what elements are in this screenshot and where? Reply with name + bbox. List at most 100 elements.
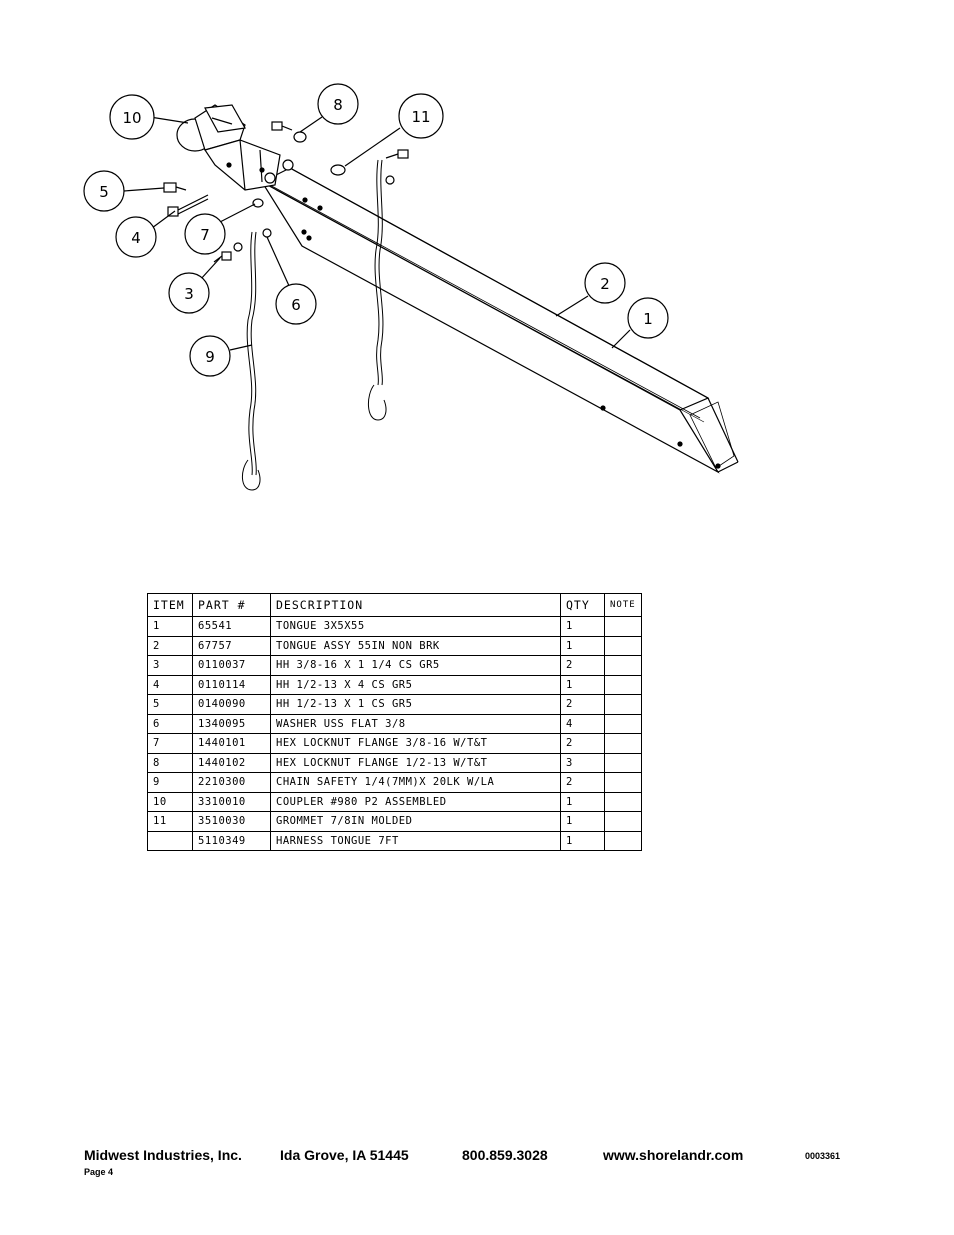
cell-note bbox=[604, 811, 642, 832]
cell-part-number: 2210300 bbox=[192, 772, 271, 793]
cell-description: HH 1/2-13 X 1 CS GR5 bbox=[270, 694, 561, 715]
cell-note bbox=[604, 752, 642, 773]
cell-description: HH 1/2-13 X 4 CS GR5 bbox=[270, 674, 561, 695]
cell-description: CHAIN SAFETY 1/4(7MM)X 20LK W/LA bbox=[270, 772, 561, 793]
safety-chain-right bbox=[368, 159, 387, 421]
cell-qty: 1 bbox=[560, 635, 605, 656]
footer-city: Ida Grove, IA 51445 bbox=[280, 1147, 409, 1163]
footer-company: Midwest Industries, Inc. bbox=[84, 1147, 242, 1163]
cell-item: 8 bbox=[147, 752, 193, 773]
safety-chain-left bbox=[242, 231, 261, 491]
cell-part-number: 0110114 bbox=[192, 674, 271, 695]
callout-label: 7 bbox=[200, 226, 210, 244]
callout-label: 2 bbox=[600, 275, 610, 293]
cell-item: 5 bbox=[147, 694, 193, 715]
cell-qty: 3 bbox=[560, 752, 605, 773]
hardware bbox=[163, 121, 409, 263]
cell-item bbox=[147, 830, 193, 851]
cell-note bbox=[604, 694, 642, 715]
cell-description: TONGUE 3X5X55 bbox=[270, 616, 561, 637]
cell-note bbox=[604, 713, 642, 734]
cell-qty: 1 bbox=[560, 811, 605, 832]
cell-qty: 1 bbox=[560, 830, 605, 851]
cell-qty: 4 bbox=[560, 713, 605, 734]
cell-item: 4 bbox=[147, 674, 193, 695]
cell-item: 7 bbox=[147, 733, 193, 754]
footer-website: www.shorelandr.com bbox=[603, 1147, 744, 1163]
callout-label: 5 bbox=[99, 183, 109, 201]
cell-note bbox=[604, 655, 642, 676]
callout-label: 10 bbox=[122, 109, 141, 127]
cell-qty: 2 bbox=[560, 694, 605, 715]
cell-qty: 2 bbox=[560, 655, 605, 676]
cell-description: TONGUE ASSY 55IN NON BRK bbox=[270, 635, 561, 656]
cell-note bbox=[604, 772, 642, 793]
header-note: NOTE bbox=[604, 593, 642, 617]
cell-qty: 1 bbox=[560, 674, 605, 695]
callout-label: 9 bbox=[205, 348, 215, 366]
cell-description: COUPLER #980 P2 ASSEMBLED bbox=[270, 791, 561, 812]
cell-description: HH 3/8-16 X 1 1/4 CS GR5 bbox=[270, 655, 561, 676]
cell-note bbox=[604, 830, 642, 851]
cell-part-number: 3310010 bbox=[192, 791, 271, 812]
cell-item: 11 bbox=[147, 811, 193, 832]
cell-note bbox=[604, 791, 642, 812]
callout-label: 11 bbox=[411, 108, 430, 126]
cell-note bbox=[604, 674, 642, 695]
cell-part-number: 1340095 bbox=[192, 713, 271, 734]
exploded-parts-diagram: 10 8 11 5 4 7 3 6 9 2 1 bbox=[83, 83, 739, 491]
cell-item: 6 bbox=[147, 713, 193, 734]
cell-item: 2 bbox=[147, 635, 193, 656]
header-description: DESCRIPTION bbox=[270, 593, 561, 617]
cell-part-number: 67757 bbox=[192, 635, 271, 656]
cell-qty: 1 bbox=[560, 616, 605, 637]
callout-label: 6 bbox=[291, 296, 301, 314]
footer-page-number: Page 4 bbox=[84, 1167, 114, 1177]
footer-phone: 800.859.3028 bbox=[462, 1147, 548, 1163]
header-part-number: PART # bbox=[192, 593, 271, 617]
page-footer: Midwest Industries, Inc. Ida Grove, IA 5… bbox=[84, 1147, 864, 1177]
callout-circles bbox=[83, 83, 669, 377]
cell-part-number: 5110349 bbox=[192, 830, 271, 851]
cell-item: 1 bbox=[147, 616, 193, 637]
cell-description: HARNESS TONGUE 7FT bbox=[270, 830, 561, 851]
callout-label: 4 bbox=[131, 229, 141, 247]
cell-note bbox=[604, 733, 642, 754]
cell-description: HEX LOCKNUT FLANGE 3/8-16 W/T&T bbox=[270, 733, 561, 754]
callout-label: 8 bbox=[333, 96, 343, 114]
cell-note bbox=[604, 616, 642, 637]
cell-part-number: 0110037 bbox=[192, 655, 271, 676]
cell-part-number: 1440101 bbox=[192, 733, 271, 754]
cell-part-number: 1440102 bbox=[192, 752, 271, 773]
cell-description: HEX LOCKNUT FLANGE 1/2-13 W/T&T bbox=[270, 752, 561, 773]
cell-item: 10 bbox=[147, 791, 193, 812]
callout-label: 3 bbox=[184, 285, 194, 303]
cell-item: 3 bbox=[147, 655, 193, 676]
header-item: ITEM bbox=[147, 593, 193, 617]
cell-qty: 2 bbox=[560, 772, 605, 793]
table-header-row: ITEM PART # DESCRIPTION QTY NOTE bbox=[147, 593, 642, 617]
cell-part-number: 0140090 bbox=[192, 694, 271, 715]
cell-qty: 2 bbox=[560, 733, 605, 754]
cell-description: GROMMET 7/8IN MOLDED bbox=[270, 811, 561, 832]
cell-item: 9 bbox=[147, 772, 193, 793]
cell-note bbox=[604, 635, 642, 656]
footer-doc-number: 0003361 bbox=[805, 1151, 841, 1161]
header-qty: QTY bbox=[560, 593, 605, 617]
cell-part-number: 65541 bbox=[192, 616, 271, 637]
cell-description: WASHER USS FLAT 3/8 bbox=[270, 713, 561, 734]
coupler bbox=[176, 104, 281, 191]
cell-part-number: 3510030 bbox=[192, 811, 271, 832]
